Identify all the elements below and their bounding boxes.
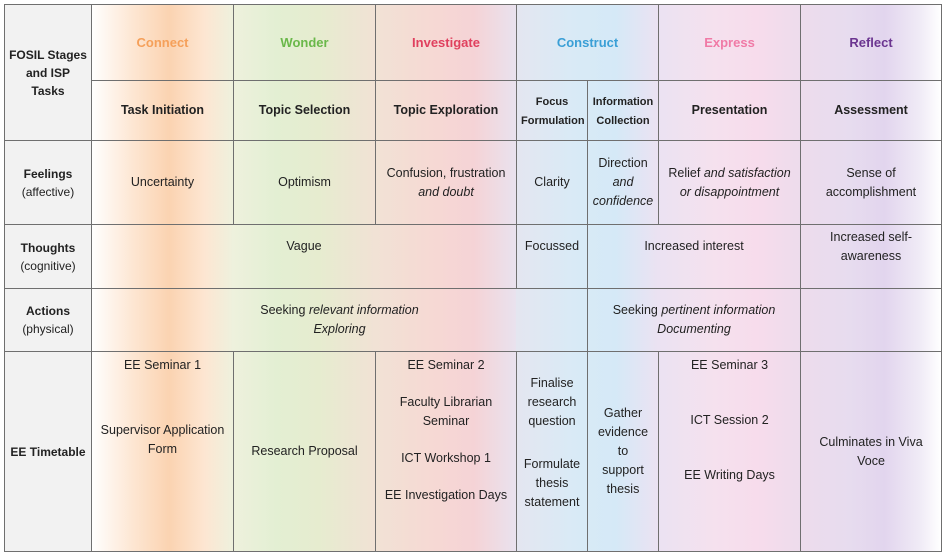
corner-title-line1: FOSIL Stages (9, 47, 87, 62)
row-header-actions: Actions (physical) (4, 288, 92, 352)
stage-connect: Connect (91, 4, 234, 81)
task-assessment: Assessment (800, 80, 943, 141)
fosil-isp-table: FOSIL Stages and ISP Tasks Connect Wonde… (4, 4, 943, 552)
stage-construct: Construct (515, 4, 660, 81)
actions-empty (800, 288, 943, 352)
task-topic-selection: Topic Selection (233, 80, 376, 141)
thoughts-focussed: Focussed (516, 224, 588, 289)
task-focus-formulation: Focus Formulation (516, 80, 588, 141)
feelings-focus-formulation: Clarity (516, 140, 588, 225)
stage-investigate: Investigate (375, 4, 517, 81)
feelings-assessment: Sense of accomplishment (800, 140, 943, 225)
corner-header: FOSIL Stages and ISP Tasks (4, 4, 92, 141)
timetable-assessment: Culminates in Viva Voce (800, 351, 943, 552)
timetable-topic-selection: Research Proposal (233, 351, 376, 552)
task-initiation: Task Initiation (91, 80, 234, 141)
timetable-topic-exploration: EE Seminar 2 Faculty Librarian Seminar I… (375, 351, 517, 552)
feelings-task-initiation: Uncertainty (91, 140, 234, 225)
thoughts-assessment: Increased self- awareness (800, 224, 943, 289)
timetable-task-initiation: EE Seminar 1 Supervisor Application Form (91, 351, 234, 552)
row-header-timetable: EE Timetable (4, 351, 92, 552)
row-header-thoughts: Thoughts (cognitive) (4, 224, 92, 289)
timetable-focus-formulation: Finalise research question Formulate the… (516, 351, 588, 552)
timetable-presentation: EE Seminar 3 ICT Session 2 EE Writing Da… (658, 351, 802, 552)
stage-wonder: Wonder (233, 4, 376, 81)
actions-later: Seeking pertinent information Documentin… (586, 288, 802, 352)
stage-reflect: Reflect (800, 4, 943, 81)
feelings-presentation: Relief and satisfaction or disappointmen… (658, 140, 802, 225)
thoughts-increased-interest: Increased interest (586, 224, 802, 289)
task-presentation: Presentation (658, 80, 802, 141)
feelings-topic-exploration: Confusion, frustration and doubt (375, 140, 517, 225)
feelings-information-collection: Direction and confidence (586, 140, 660, 225)
row-header-feelings: Feelings (affective) (4, 140, 92, 225)
task-information-collection: Information Collection (586, 80, 660, 141)
feelings-topic-selection: Optimism (233, 140, 376, 225)
timetable-information-collection: Gather evidence to support thesis (586, 351, 660, 552)
thoughts-vague: Vague (91, 224, 517, 289)
task-topic-exploration: Topic Exploration (375, 80, 517, 141)
stage-express: Express (658, 4, 802, 81)
corner-title-line2: and ISP Tasks (25, 65, 70, 98)
actions-early: Seeking relevant information Exploring (91, 288, 588, 352)
